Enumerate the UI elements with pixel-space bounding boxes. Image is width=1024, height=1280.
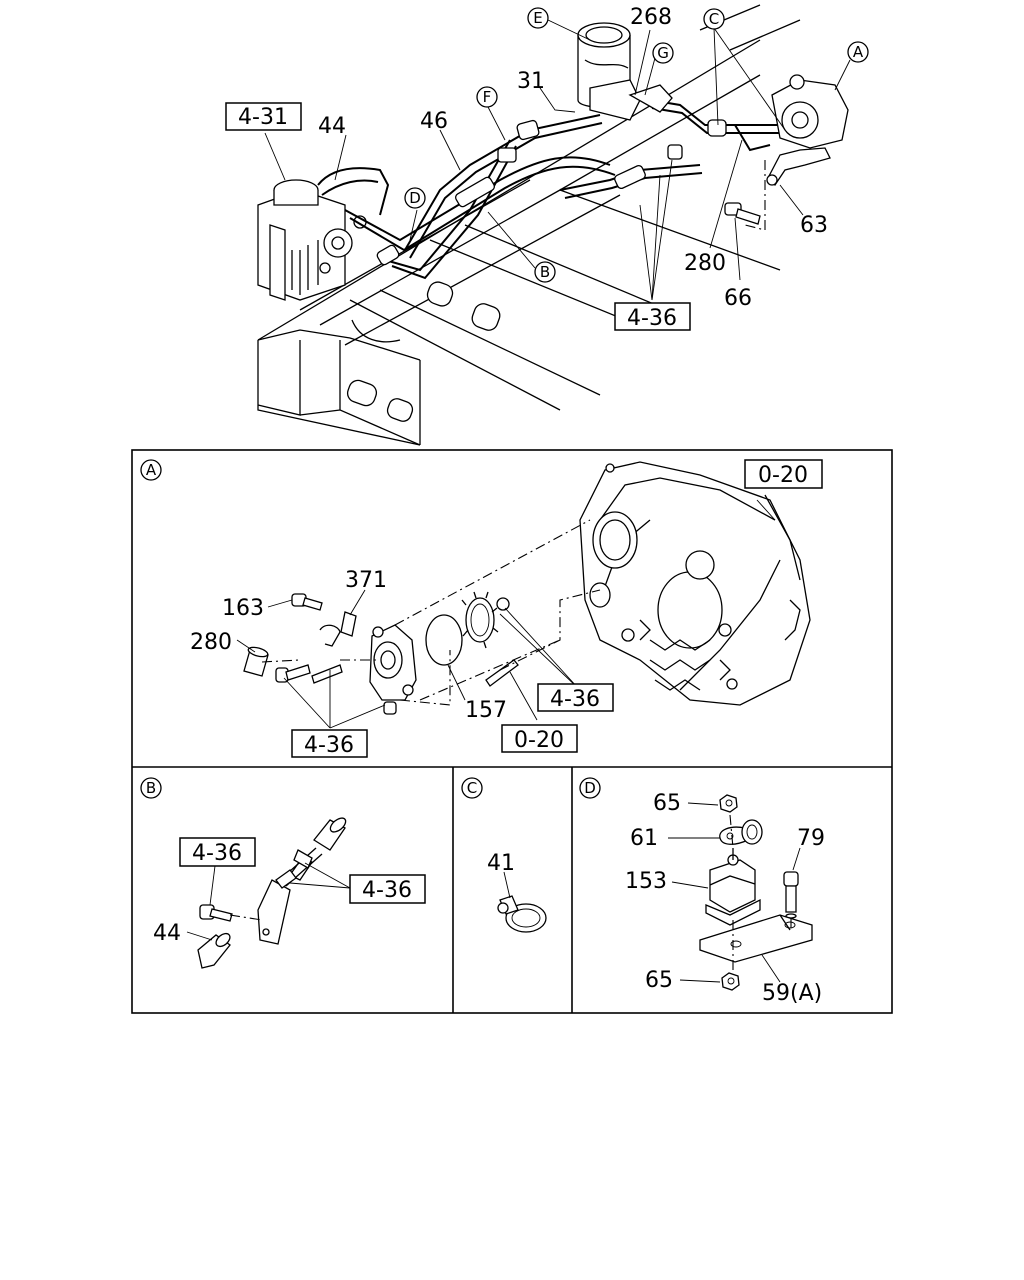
svg-text:C: C <box>709 10 719 28</box>
callout-61: 61 <box>630 826 658 851</box>
clip-61 <box>719 819 763 845</box>
ref-box-4-31: 4-31 <box>225 102 302 131</box>
top-view-assembly: E G F D B C A 268 31 46 44 280 <box>225 4 869 446</box>
callout-66: 66 <box>724 286 752 311</box>
panel-d-letter: D <box>579 777 601 799</box>
pipe-bracket <box>257 817 347 945</box>
ref-box-0-20-top: 0-20 <box>744 459 823 489</box>
hose-end-44 <box>197 932 231 969</box>
circle-ref-c: C <box>703 8 725 30</box>
svg-text:A: A <box>853 43 864 61</box>
svg-text:A: A <box>146 461 157 479</box>
chassis-frame <box>257 4 801 446</box>
oil-reservoir <box>577 22 673 121</box>
bolt-79 <box>783 871 799 919</box>
svg-text:D: D <box>409 189 421 207</box>
callout-280: 280 <box>684 251 726 276</box>
svg-text:4-31: 4-31 <box>238 105 288 130</box>
callout-371: 371 <box>345 568 387 593</box>
vacuum-pump <box>766 74 849 187</box>
steering-gear-box <box>257 179 367 301</box>
callout-157: 157 <box>465 698 507 723</box>
circle-ref-e: E <box>527 7 549 29</box>
panel-a-letter: A <box>140 459 162 481</box>
callout-44: 44 <box>318 114 346 139</box>
callout-63: 63 <box>800 213 828 238</box>
panel-frames <box>131 449 893 1014</box>
svg-text:4-36: 4-36 <box>304 733 354 758</box>
panel-c: C 41 <box>461 777 547 933</box>
bolt-66 <box>724 160 766 231</box>
circle-ref-f: F <box>476 86 498 108</box>
svg-text:F: F <box>483 88 492 106</box>
svg-text:0-20: 0-20 <box>514 728 564 753</box>
svg-text:E: E <box>533 9 542 27</box>
svg-text:0-20: 0-20 <box>758 463 808 488</box>
hydraulic-lines <box>317 99 790 280</box>
panel-a: A <box>140 459 823 758</box>
callout-65-bottom: 65 <box>645 968 673 993</box>
panel-b: B 44 4-36 <box>140 777 426 969</box>
rubber-mount-153 <box>705 848 761 926</box>
panel-b-leaders <box>186 862 351 941</box>
callout-163: 163 <box>222 596 264 621</box>
flywheel-housing <box>579 461 811 706</box>
o-ring <box>425 614 463 666</box>
callout-59a: 59(A) <box>762 981 822 1006</box>
svg-text:C: C <box>467 779 477 797</box>
panel-d-leaders <box>668 802 801 983</box>
callout-79: 79 <box>797 826 825 851</box>
bolt-b <box>199 904 233 922</box>
svg-text:4-36: 4-36 <box>362 878 412 903</box>
callout-44-b: 44 <box>153 921 181 946</box>
panel-b-centerline <box>229 914 263 921</box>
bracket-59 <box>699 914 813 963</box>
panel-c-leader <box>503 871 511 899</box>
callout-280-a: 280 <box>190 630 232 655</box>
callout-268: 268 <box>630 5 672 30</box>
nut-65-bottom <box>721 972 740 991</box>
top-leaders <box>264 19 851 301</box>
callout-46: 46 <box>420 109 448 134</box>
svg-text:B: B <box>146 779 156 797</box>
svg-text:4-36: 4-36 <box>192 841 242 866</box>
svg-text:4-36: 4-36 <box>627 306 677 331</box>
panel-d: D <box>579 777 825 1006</box>
idler-gear <box>461 591 510 649</box>
ref-box-4-36-top: 4-36 <box>614 302 691 331</box>
circle-ref-g: G <box>652 42 674 64</box>
circle-ref-a: A <box>847 41 869 63</box>
callout-153: 153 <box>625 869 667 894</box>
ref-box-4-36-a-right: 4-36 <box>537 683 614 712</box>
svg-text:D: D <box>584 779 596 797</box>
nut-65-top <box>719 794 738 813</box>
ref-box-0-20-bottom: 0-20 <box>501 724 578 753</box>
ref-box-4-36-b-left: 4-36 <box>179 837 256 867</box>
svg-text:B: B <box>540 263 550 281</box>
callout-65-top: 65 <box>653 791 681 816</box>
circle-ref-b: B <box>534 261 556 283</box>
panel-a-leaders <box>236 499 776 729</box>
stud-bolt <box>485 659 519 687</box>
panel-c-letter: C <box>461 777 483 799</box>
svg-text:G: G <box>657 44 669 62</box>
panel-d-centerlines <box>729 814 792 973</box>
ref-box-4-36-a-left: 4-36 <box>291 729 368 758</box>
panel-b-letter: B <box>140 777 162 799</box>
hose-clamp-41 <box>497 895 547 933</box>
circle-ref-d: D <box>404 187 426 209</box>
svg-text:4-36: 4-36 <box>550 687 600 712</box>
ref-box-4-36-b-right: 4-36 <box>349 874 426 904</box>
callout-31: 31 <box>517 69 545 94</box>
vacuum-pump-detail <box>243 593 417 715</box>
callout-41: 41 <box>487 851 515 876</box>
